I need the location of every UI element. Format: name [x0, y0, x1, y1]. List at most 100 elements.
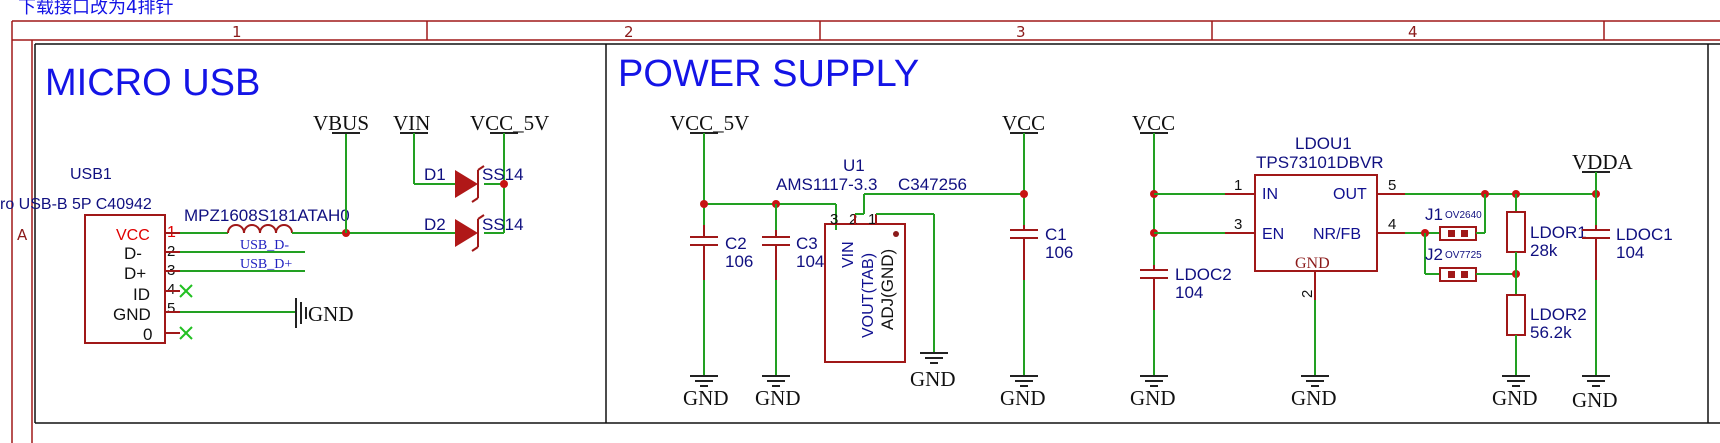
sheet-frame — [11, 20, 1720, 443]
ldor1-val: 28k — [1530, 241, 1558, 260]
c3-val: 104 — [796, 252, 824, 271]
c1-ref: C1 — [1045, 225, 1067, 244]
usb-pin-num-4: 4 — [167, 281, 175, 298]
usb-connector-body — [84, 214, 166, 344]
gnd-symbol-usb — [295, 298, 307, 328]
d2-val: SS14 — [482, 215, 524, 234]
net-vbus: VBUS — [313, 111, 369, 135]
ldou1-pin-num-5: 5 — [1388, 177, 1396, 194]
net-vcc-c1: VCC — [1002, 111, 1045, 135]
gnd-label-u1: GND — [910, 367, 956, 391]
section-title-power-supply: POWER SUPPLY — [618, 53, 919, 95]
frame-col-4: 4 — [1408, 23, 1418, 41]
gnd-label-ldor2: GND — [1492, 386, 1538, 410]
ldou1-ref: LDOU1 — [1295, 134, 1352, 153]
usb-pin-vcc: VCC — [116, 227, 150, 244]
usb-ref: USB1 — [70, 166, 112, 183]
no-connect-shield — [179, 326, 193, 340]
net-vin: VIN — [393, 111, 430, 135]
gnd-symbol-c1 — [1010, 375, 1038, 387]
c2-ref: C2 — [725, 234, 747, 253]
j2-symbol — [1439, 267, 1477, 282]
u1-pin-num-3: 3 — [830, 211, 838, 228]
usb-pin-id: ID — [133, 285, 150, 304]
ldor2-val: 56.2k — [1530, 323, 1572, 342]
u1-body — [824, 223, 906, 363]
d2-symbol — [455, 219, 478, 247]
gnd-symbol-c3 — [762, 375, 790, 387]
u1-pin-num-2: 2 — [849, 211, 857, 228]
gnd-symbol-ldoc2 — [1140, 375, 1168, 387]
gnd-label-ldou1: GND — [1291, 386, 1337, 410]
ldor1-symbol — [1506, 211, 1526, 253]
net-vcc-ldo: VCC — [1132, 111, 1175, 135]
gnd-symbol-c2 — [690, 375, 718, 387]
net-vdda: VDDA — [1572, 150, 1633, 174]
frame-col-2: 2 — [624, 23, 634, 41]
ldou1-pin-out: OUT — [1333, 186, 1367, 203]
gnd-symbol-u1 — [920, 352, 948, 364]
schematic-note: 下载接口改为4排针 — [18, 0, 173, 18]
inductor-symbol — [227, 224, 293, 234]
net-usb-dm: USB_D- — [240, 238, 289, 253]
usb-desc: ro USB-B 5P C40942 — [0, 196, 152, 213]
ldoc2-val: 104 — [1175, 283, 1203, 302]
usb-pin-dp: D+ — [124, 264, 146, 283]
gnd-label-c1: GND — [1000, 386, 1046, 410]
u1-pin-adj: ADJ(GND) — [878, 249, 897, 330]
u1-lcsc: C347256 — [898, 175, 967, 194]
ldoc1-ref: LDOC1 — [1616, 225, 1673, 244]
usb-pin-gnd: GND — [113, 305, 151, 324]
usb-pin-stubs — [165, 232, 180, 334]
ldor2-ref: LDOR2 — [1530, 305, 1587, 324]
ldou1-part: TPS73101DBVR — [1256, 153, 1384, 172]
ldou1-pin-gnd: GND — [1295, 255, 1330, 272]
ldou1-pin-num-2: 2 — [1299, 290, 1316, 298]
j1-val: OV2640 — [1445, 210, 1482, 221]
u1-part: AMS1117-3.3 — [776, 175, 877, 194]
gnd-label-c3: GND — [755, 386, 801, 410]
gnd-label-ldoc1: GND — [1572, 388, 1618, 412]
ldor1-ref: LDOR1 — [1530, 223, 1587, 242]
ldoc1-val: 104 — [1616, 243, 1644, 262]
no-connect-id — [179, 284, 193, 298]
gnd-label-c2: GND — [683, 386, 729, 410]
gnd-symbol-ldou1 — [1301, 375, 1329, 387]
ldou1-pin-num-3: 3 — [1234, 216, 1242, 233]
section-title-micro-usb: MICRO USB — [45, 62, 260, 104]
net-usb-dp: USB_D+ — [240, 257, 292, 272]
ldou1-pin-in: IN — [1262, 186, 1278, 203]
usb-pin-dm: D- — [124, 244, 142, 263]
gnd-symbol-ldoc1 — [1582, 375, 1610, 387]
ldou1-pin-en: EN — [1262, 226, 1284, 243]
u1-ref: U1 — [843, 156, 865, 175]
u1-pin-vin: VIN — [840, 241, 857, 268]
ldou1-pin-num-1: 1 — [1234, 177, 1242, 194]
c1-val: 106 — [1045, 243, 1073, 262]
d2-ref: D2 — [424, 215, 446, 234]
frame-col-3: 3 — [1016, 23, 1026, 41]
gnd-label-usb: GND — [308, 302, 354, 326]
j1-ref: J1 — [1425, 205, 1443, 224]
usb-pin-num-5: 5 — [167, 300, 175, 317]
ldor2-symbol — [1506, 294, 1526, 336]
ldou1-pin-num-4: 4 — [1388, 216, 1396, 233]
d1-val: SS14 — [482, 165, 524, 184]
j1-symbol — [1439, 226, 1477, 241]
c2-val: 106 — [725, 252, 753, 271]
ldou1-pin-nrfb: NR/FB — [1313, 226, 1361, 243]
gnd-label-ldoc2: GND — [1130, 386, 1176, 410]
net-vcc5v-ps: VCC_5V — [670, 111, 749, 135]
u1-pin-vout: VOUT(TAB) — [860, 253, 877, 338]
net-vcc5v-usb: VCC_5V — [470, 111, 549, 135]
c3-ref: C3 — [796, 234, 818, 253]
section-boxes — [34, 43, 1720, 424]
u1-pin-num-1: 1 — [868, 211, 876, 228]
frame-row-a: A — [17, 226, 28, 244]
j2-ref: J2 — [1425, 245, 1443, 264]
d1-symbol — [455, 170, 478, 198]
gnd-symbol-ldor2 — [1502, 375, 1530, 387]
ldoc2-ref: LDOC2 — [1175, 265, 1232, 284]
frame-col-1: 1 — [232, 23, 242, 41]
